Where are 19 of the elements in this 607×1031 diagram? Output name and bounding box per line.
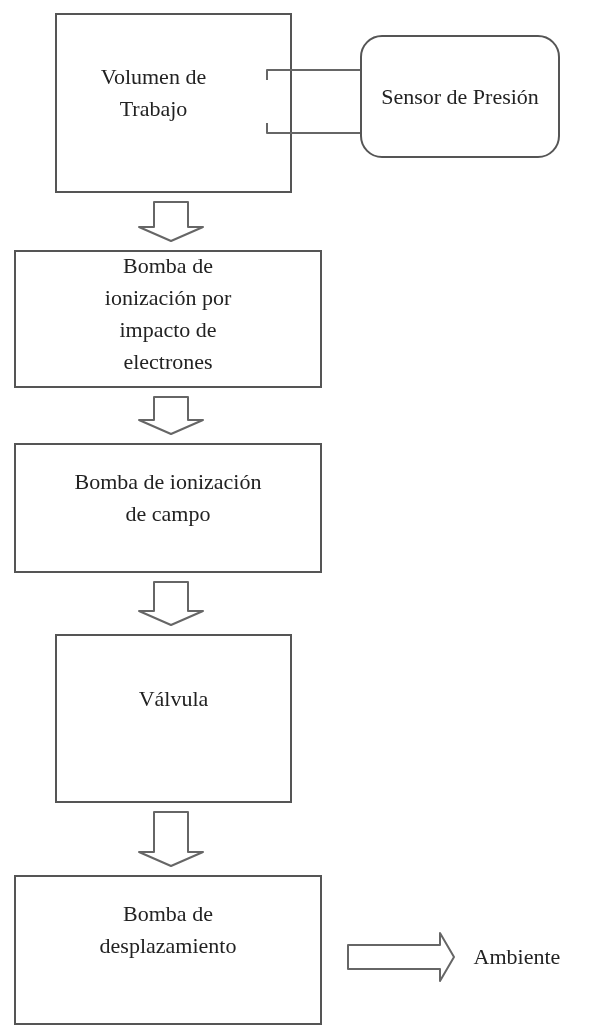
box-label: Sensor de Presión — [381, 82, 539, 111]
box-label: Bomba de ionización de campo — [73, 468, 263, 528]
process-box — [14, 443, 322, 573]
output-label: Ambiente — [462, 940, 572, 974]
box-label: Válvula — [138, 684, 209, 713]
process-box — [14, 250, 322, 388]
box-label: Volumen de Trabajo — [99, 63, 208, 123]
sensor-box — [360, 35, 560, 158]
box-label: Bomba de desplazamiento — [98, 900, 238, 960]
process-box — [55, 634, 292, 803]
hollow-arrow — [138, 396, 204, 435]
hollow-arrow — [138, 201, 204, 242]
hollow-arrow — [347, 932, 455, 982]
hollow-arrow — [138, 811, 204, 867]
process-box — [14, 875, 322, 1025]
process-box — [55, 13, 292, 193]
pipe-connector — [266, 69, 361, 134]
box-label: Bomba de ionización por impacto de electrones — [103, 252, 233, 376]
hollow-arrow — [138, 581, 204, 626]
